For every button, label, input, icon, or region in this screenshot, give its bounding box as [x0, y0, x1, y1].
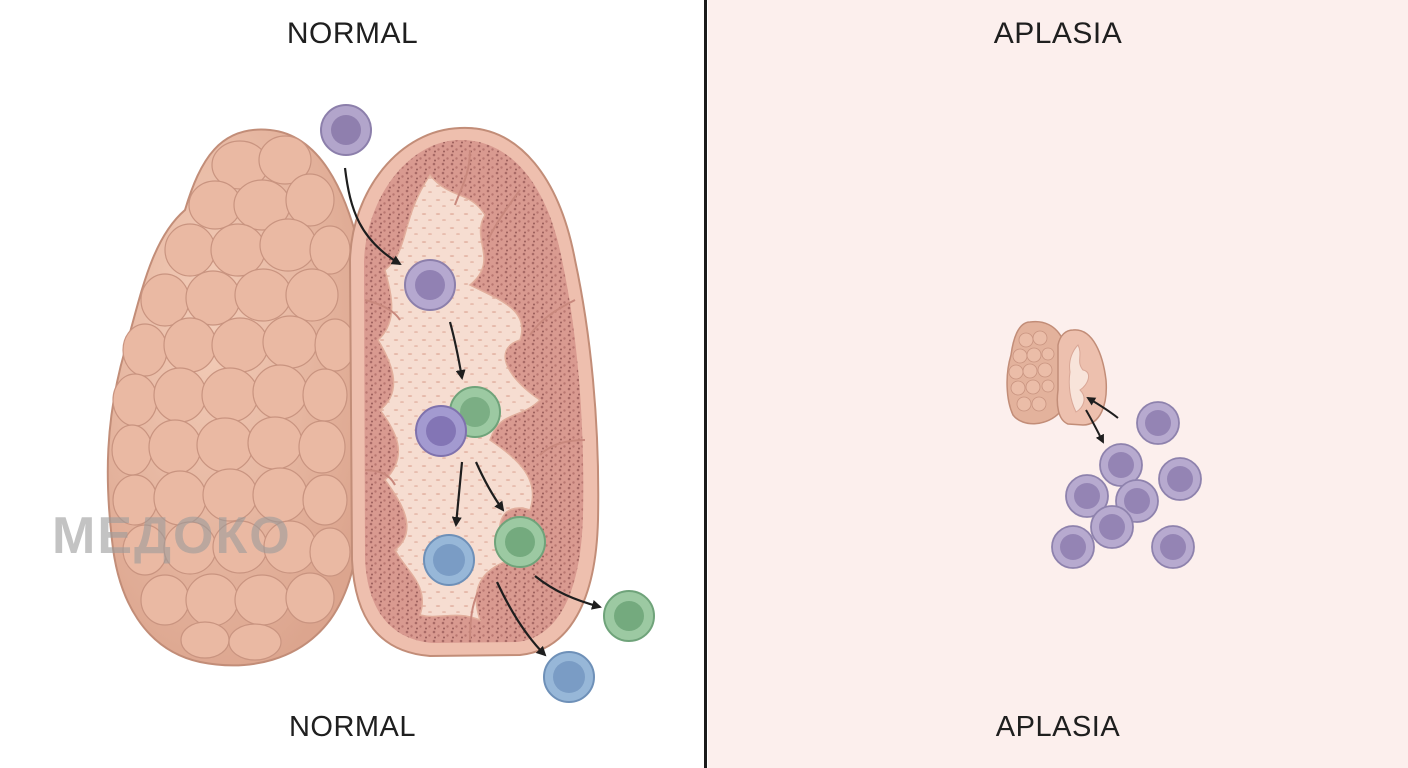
thymus-lobe	[108, 130, 360, 666]
cell-blue-1	[424, 535, 474, 585]
aplasia-panel: APLASIA	[708, 0, 1408, 768]
cell-green-3	[604, 591, 654, 641]
panel-divider	[704, 0, 707, 768]
cell-purple-1	[321, 105, 371, 155]
aplasia-cell-8	[1152, 526, 1194, 568]
aplasia-cell-3	[1159, 458, 1201, 500]
aplasia-cell-7	[1052, 526, 1094, 568]
aplasia-thymus-illustration	[708, 0, 1408, 768]
normal-thymus-illustration	[0, 0, 705, 768]
aplasia-thymus-remnant	[1007, 322, 1106, 425]
cell-purple-2	[405, 260, 455, 310]
aplasia-cell-1	[1137, 402, 1179, 444]
cell-purple-3	[416, 406, 466, 456]
aplasia-cell-6	[1091, 506, 1133, 548]
aplasia-caption: APLASIA	[708, 711, 1408, 744]
cell-green-2	[495, 517, 545, 567]
normal-caption: NORMAL	[0, 711, 705, 744]
normal-panel: NORMAL	[0, 0, 705, 768]
cell-blue-2	[544, 652, 594, 702]
watermark-logo: МЕДОКО	[52, 506, 292, 566]
